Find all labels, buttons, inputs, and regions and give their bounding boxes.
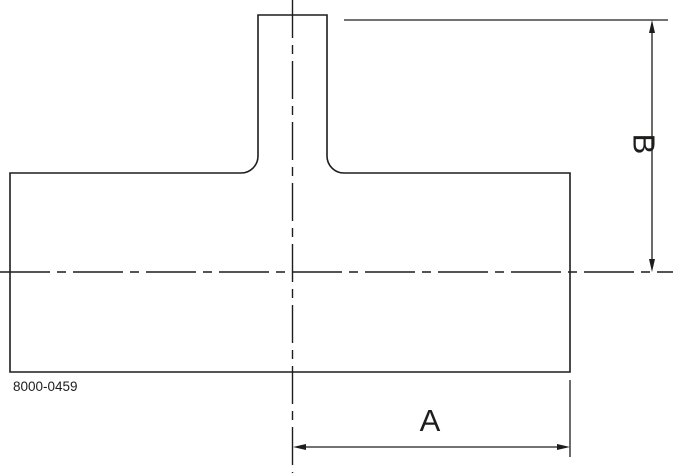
- dimension-a-arrow-right-icon: [557, 444, 570, 450]
- dimension-a-label: A: [420, 403, 441, 438]
- dimension-b-arrow-up-icon: [649, 20, 655, 33]
- dimension-b: B: [627, 20, 662, 272]
- tee-outline: [9, 14, 571, 373]
- dimension-a: A: [293, 403, 570, 450]
- part-number: 8000-0459: [13, 379, 78, 394]
- dimension-b-label: B: [627, 134, 662, 155]
- dimension-b-arrow-down-icon: [649, 259, 655, 272]
- dimension-a-arrow-left-icon: [293, 444, 306, 450]
